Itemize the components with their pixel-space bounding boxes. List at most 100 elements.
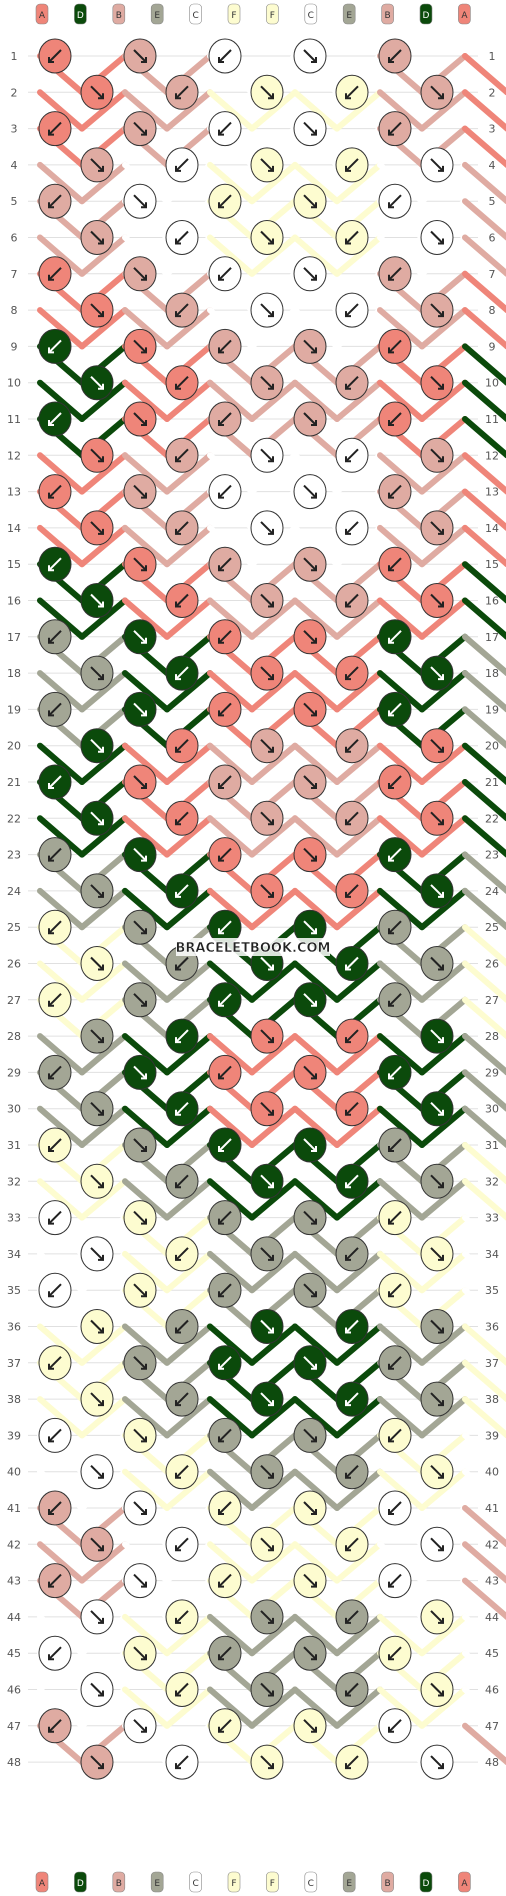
row-label-left: 25 [7, 921, 21, 934]
knot-arrow [218, 1428, 232, 1443]
thread-segment [419, 887, 468, 931]
thread-segment [164, 307, 213, 350]
string-label-top-swatch [419, 3, 433, 25]
knot-arrow [430, 1682, 444, 1697]
knot-arrow [303, 194, 317, 208]
thread-segment [462, 633, 506, 676]
thread-segment [207, 597, 255, 640]
knot-arrow [218, 267, 232, 281]
row-label-left: 2 [11, 86, 18, 99]
string-label-bottom: A [461, 1879, 468, 1889]
row-label-left: 31 [7, 1139, 21, 1152]
knot-arrowhead [48, 1581, 54, 1588]
thread-segment [249, 887, 298, 931]
knot-arrowhead [218, 783, 224, 789]
knot-arrow [218, 993, 232, 1007]
knot-arrowhead [141, 1218, 147, 1225]
row-label-right: 43 [485, 1575, 499, 1588]
knot-arrow [260, 593, 274, 608]
knot-arrow [260, 884, 274, 898]
knot-arrowhead [345, 819, 351, 826]
knot-arrow [90, 1319, 104, 1334]
knot-arrow [303, 1356, 317, 1370]
knot-arrowhead [438, 93, 444, 100]
thread-segment [79, 597, 128, 640]
knot-arrow [90, 1610, 104, 1624]
thread-segment [122, 1613, 170, 1657]
knot-arrowhead [141, 1581, 147, 1588]
thread-segment [79, 1250, 128, 1294]
row-label-right: 24 [485, 885, 499, 898]
row-label-right: 46 [485, 1684, 499, 1697]
knot-arrow [430, 1537, 444, 1552]
knot-arrowhead [311, 57, 317, 63]
knot-arrowhead [311, 1509, 317, 1515]
knot-arrow [345, 230, 359, 245]
thread-segment [292, 742, 340, 785]
string-label-top-swatch [150, 3, 164, 25]
knot-arrow [48, 1065, 62, 1080]
knot-arrowhead [141, 1363, 147, 1370]
thread-segment [462, 815, 506, 858]
knot-arrowhead [345, 1763, 351, 1770]
knot-arrow [133, 775, 147, 789]
knot-arrow [90, 1464, 104, 1479]
knot-arrowhead [438, 964, 444, 971]
row-label-left: 14 [7, 522, 21, 535]
knot-arrowhead [388, 202, 394, 209]
knot-arrowhead [311, 420, 317, 426]
knot-arrowhead [141, 1509, 147, 1515]
thread-segment [207, 89, 255, 132]
thread-segment [462, 1178, 506, 1221]
knot-arrow [388, 484, 402, 499]
knot-arrow [303, 339, 317, 354]
row-label-right: 26 [485, 958, 499, 971]
knot-arrowhead [268, 1690, 274, 1697]
knot-arrow [260, 158, 274, 172]
row-label-left: 26 [7, 958, 21, 971]
row-label-left: 35 [7, 1284, 21, 1297]
string-label-bottom-swatch [74, 1871, 87, 1893]
thread-segment [164, 1178, 213, 1221]
thread-segment [122, 1396, 170, 1439]
knot-arrow [90, 1174, 104, 1189]
thread-segment [462, 198, 506, 241]
knot-arrow [90, 956, 104, 971]
row-label-right: 23 [485, 849, 499, 862]
knot-arrow [388, 412, 402, 426]
thread-segment [292, 1396, 340, 1439]
knot-arrow [133, 339, 147, 354]
knot-arrow [303, 1501, 317, 1515]
knot-arrowhead [388, 57, 394, 63]
knot-arrow [260, 448, 274, 463]
knot-arrowhead [98, 1690, 104, 1697]
string-label-bottom-swatch [266, 1871, 279, 1893]
thread-segment [462, 270, 506, 313]
knot-arrow [175, 666, 189, 680]
thread-segment [334, 1541, 383, 1584]
knot-arrow [430, 884, 444, 898]
row-label-left: 3 [11, 123, 18, 136]
knot-arrow [430, 811, 444, 826]
knot-arrowhead [311, 274, 317, 281]
thread-segment [207, 670, 255, 713]
thread-segment [207, 1178, 255, 1221]
knot-arrowhead [98, 1254, 104, 1261]
thread-segment [334, 1613, 383, 1657]
knot-arrowhead [311, 1654, 317, 1661]
knot-arrow [175, 593, 189, 608]
row-label-left: 7 [11, 268, 18, 281]
knot-arrow [303, 1210, 317, 1225]
knot-arrow [218, 1283, 232, 1297]
knot-arrowhead [98, 819, 104, 826]
knot-arrowhead [388, 1218, 394, 1225]
knot-arrow [175, 230, 189, 245]
string-label-top: C [308, 11, 314, 21]
knot-arrow [388, 993, 402, 1007]
knot-arrow [388, 557, 402, 571]
knot-arrow [303, 1428, 317, 1443]
knot-arrow [388, 1138, 402, 1152]
thread-segment [334, 960, 383, 1003]
thread-segment [37, 452, 85, 495]
